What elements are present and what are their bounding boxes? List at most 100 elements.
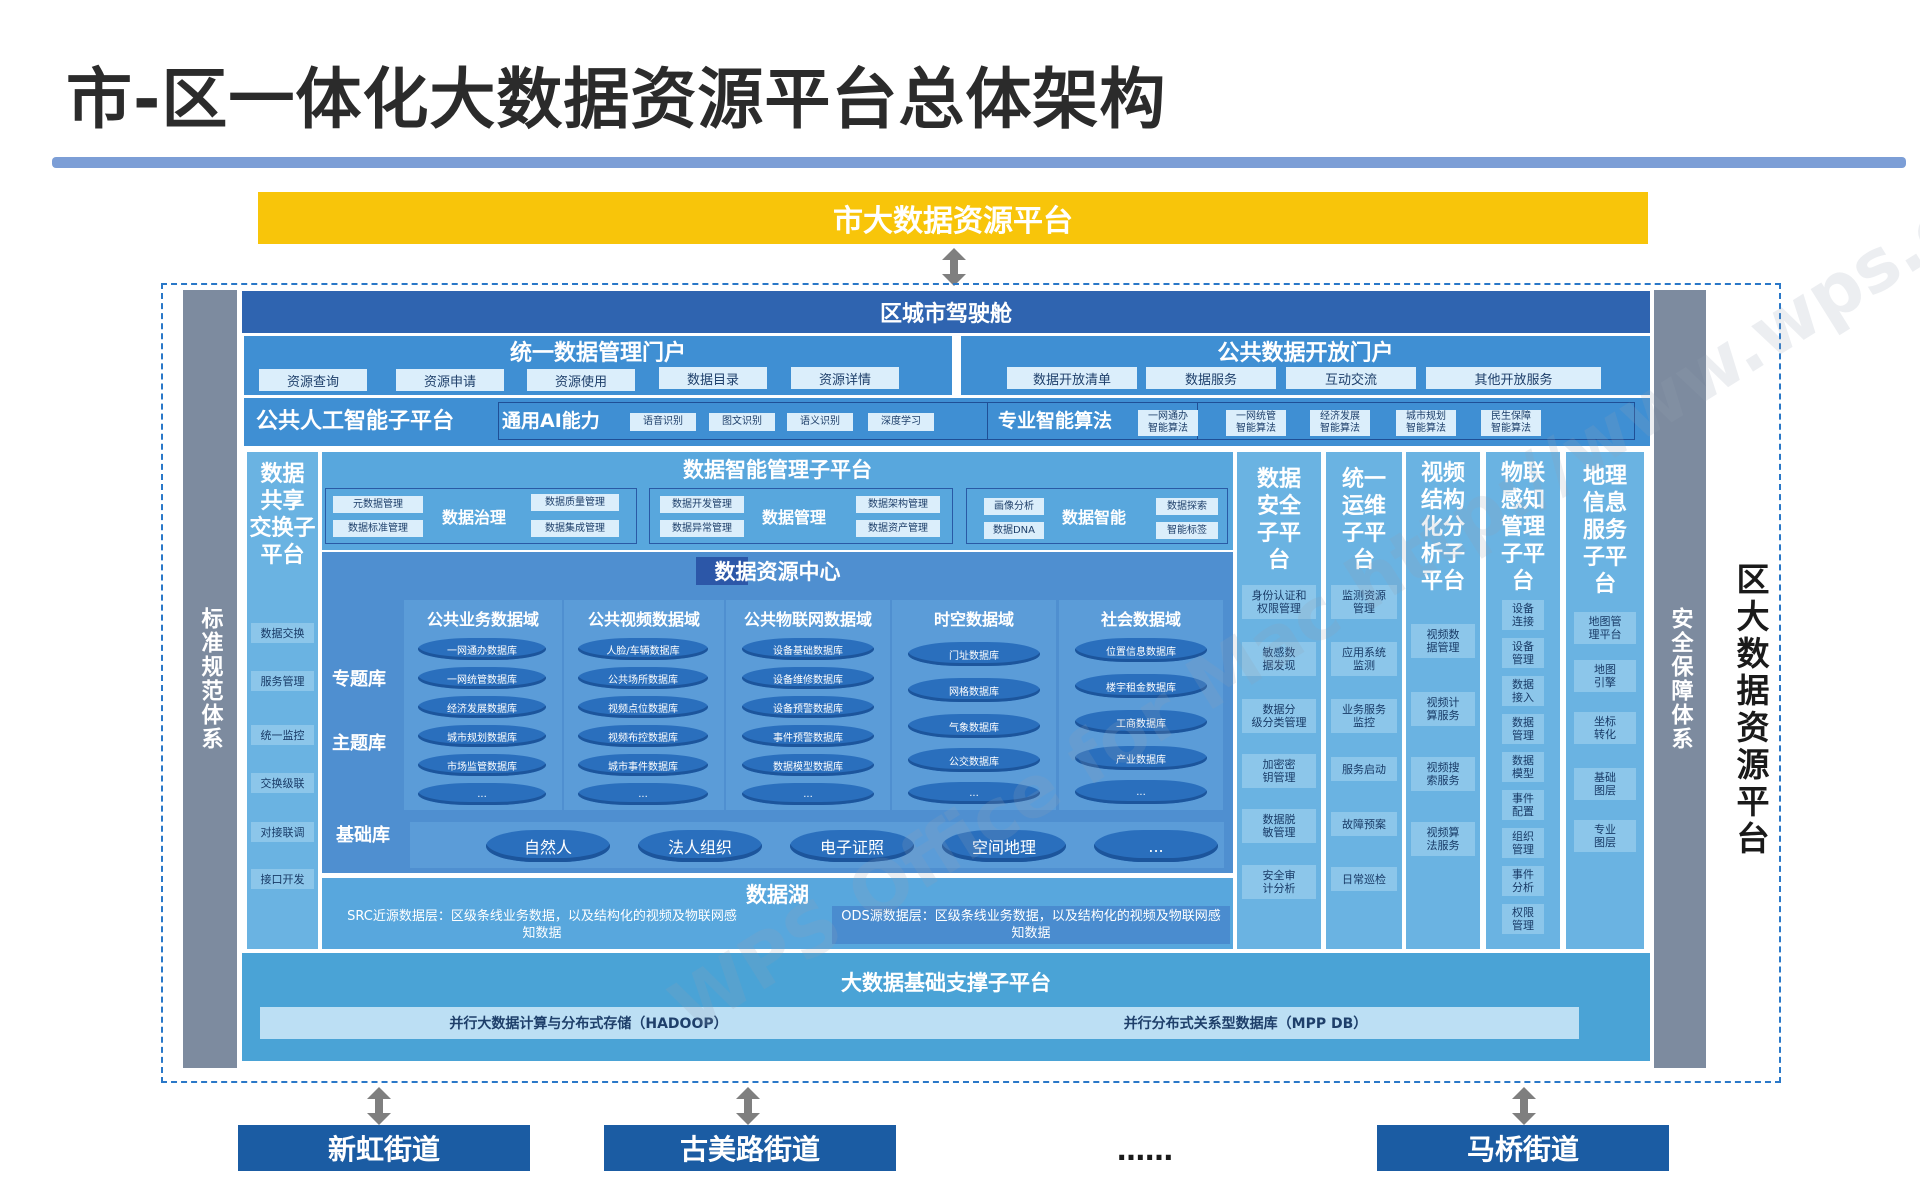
- portal-item[interactable]: 数据服务: [1146, 367, 1276, 389]
- exchange-item[interactable]: 数据交换: [251, 623, 314, 643]
- gis-item[interactable]: 基础 图层: [1574, 768, 1636, 800]
- ai-algorithm[interactable]: 城市规划 智能算法: [1396, 410, 1456, 436]
- mpp-db-box[interactable]: 并行分布式关系型数据库（MPP DB）: [912, 1007, 1579, 1039]
- governance-item[interactable]: 数据集成管理: [531, 520, 619, 537]
- management-item[interactable]: 数据开发管理: [660, 496, 744, 513]
- portal-item[interactable]: 资源使用: [527, 369, 635, 391]
- management-item[interactable]: 数据异常管理: [660, 520, 744, 537]
- portal-item[interactable]: 互动交流: [1286, 367, 1416, 389]
- portal-item[interactable]: 资源详情: [791, 367, 899, 389]
- governance-item[interactable]: 数据标准管理: [333, 520, 423, 537]
- database-item[interactable]: 城市事件数据库: [578, 754, 708, 776]
- base-library-item[interactable]: 自然人: [486, 830, 610, 862]
- video-item[interactable]: 视频搜 索服务: [1411, 757, 1475, 791]
- ops-item[interactable]: 故障预案: [1331, 812, 1397, 836]
- ai-algorithm[interactable]: 民生保障 智能算法: [1481, 410, 1541, 436]
- ops-item[interactable]: 服务启动: [1331, 757, 1397, 781]
- base-library-item[interactable]: 电子证照: [790, 830, 914, 862]
- database-item[interactable]: 设备维修数据库: [742, 667, 874, 689]
- database-item[interactable]: ...: [418, 783, 546, 805]
- exchange-item[interactable]: 交换级联: [251, 773, 314, 793]
- database-item[interactable]: 视频点位数据库: [578, 696, 708, 718]
- iot-item[interactable]: 设备 管理: [1502, 638, 1544, 668]
- ai-capability[interactable]: 语义识别: [787, 413, 853, 431]
- video-item[interactable]: 视频算 法服务: [1411, 822, 1475, 856]
- database-item[interactable]: 公共场所数据库: [578, 667, 708, 689]
- iot-item[interactable]: 组织 管理: [1502, 828, 1544, 858]
- database-item[interactable]: 设备基础数据库: [742, 638, 874, 660]
- iot-item[interactable]: 事件 分析: [1502, 866, 1544, 896]
- intelligence-item[interactable]: 数据DNA: [984, 522, 1044, 539]
- iot-item[interactable]: 数据 模型: [1502, 752, 1544, 782]
- database-item[interactable]: 公交数据库: [908, 748, 1040, 772]
- ai-algorithm[interactable]: 一网通办 智能算法: [1138, 410, 1198, 436]
- security-item[interactable]: 敏感数 据发现: [1242, 642, 1316, 676]
- security-item[interactable]: 身份认证和 权限管理: [1242, 585, 1316, 619]
- hadoop-box[interactable]: 并行大数据计算与分布式存储（HADOOP）: [260, 1007, 917, 1039]
- database-item[interactable]: 一网通办数据库: [418, 638, 546, 660]
- gis-item[interactable]: 坐标 转化: [1574, 712, 1636, 744]
- database-item[interactable]: 楼宇租金数据库: [1075, 674, 1207, 698]
- video-item[interactable]: 视频数 据管理: [1411, 624, 1475, 658]
- exchange-item[interactable]: 接口开发: [251, 869, 314, 889]
- intelligence-item[interactable]: 智能标签: [1156, 522, 1218, 539]
- database-item[interactable]: ...: [908, 782, 1040, 804]
- intelligence-item[interactable]: 画像分析: [984, 498, 1044, 515]
- database-item[interactable]: 事件预警数据库: [742, 725, 874, 747]
- database-item[interactable]: 设备预警数据库: [742, 696, 874, 718]
- governance-item[interactable]: 元数据管理: [333, 496, 423, 513]
- portal-item[interactable]: 其他开放服务: [1426, 367, 1601, 389]
- security-item[interactable]: 加密密 钥管理: [1242, 754, 1316, 788]
- ops-item[interactable]: 业务服务 监控: [1331, 699, 1397, 733]
- gis-item[interactable]: 地图 引擎: [1574, 660, 1636, 692]
- base-library-item[interactable]: 法人组织: [638, 830, 762, 862]
- database-item[interactable]: 经济发展数据库: [418, 696, 546, 718]
- database-item[interactable]: 一网统管数据库: [418, 667, 546, 689]
- exchange-item[interactable]: 统一监控: [251, 725, 314, 745]
- database-item[interactable]: 网格数据库: [908, 678, 1040, 702]
- iot-item[interactable]: 数据 管理: [1502, 714, 1544, 744]
- database-item[interactable]: 位置信息数据库: [1075, 638, 1207, 662]
- intelligence-item[interactable]: 数据探索: [1156, 498, 1218, 515]
- exchange-item[interactable]: 服务管理: [251, 671, 314, 691]
- iot-item[interactable]: 设备 连接: [1502, 600, 1544, 630]
- base-library-item[interactable]: 空间地理: [942, 830, 1066, 862]
- database-item[interactable]: ...: [1075, 780, 1207, 804]
- ai-capability[interactable]: 深度学习: [868, 413, 934, 431]
- portal-item[interactable]: 资源申请: [396, 369, 504, 391]
- ops-item[interactable]: 应用系统 监测: [1331, 642, 1397, 676]
- exchange-item[interactable]: 对接联调: [251, 822, 314, 842]
- gis-item[interactable]: 专业 图层: [1574, 820, 1636, 852]
- governance-item[interactable]: 数据质量管理: [531, 494, 619, 511]
- base-library-item[interactable]: ...: [1094, 830, 1218, 862]
- database-item[interactable]: 人脸/车辆数据库: [578, 638, 708, 660]
- security-item[interactable]: 安全审 计分析: [1242, 865, 1316, 899]
- portal-item[interactable]: 数据目录: [659, 367, 767, 389]
- iot-item[interactable]: 数据 接入: [1502, 676, 1544, 706]
- database-item[interactable]: 城市规划数据库: [418, 725, 546, 747]
- database-item[interactable]: ...: [742, 783, 874, 805]
- database-item[interactable]: 视频布控数据库: [578, 725, 708, 747]
- ai-algorithm[interactable]: 经济发展 智能算法: [1310, 410, 1370, 436]
- portal-item[interactable]: 资源查询: [259, 369, 367, 391]
- ai-algorithm[interactable]: 一网统管 智能算法: [1226, 410, 1286, 436]
- video-item[interactable]: 视频计 算服务: [1411, 692, 1475, 726]
- iot-item[interactable]: 事件 配置: [1502, 790, 1544, 820]
- database-item[interactable]: 门址数据库: [908, 642, 1040, 666]
- ops-item[interactable]: 监测资源 管理: [1331, 585, 1397, 619]
- database-item[interactable]: 气象数据库: [908, 714, 1040, 738]
- gis-item[interactable]: 地图管 理平台: [1574, 612, 1636, 644]
- database-item[interactable]: 数据模型数据库: [742, 754, 874, 776]
- management-item[interactable]: 数据架构管理: [856, 496, 940, 513]
- iot-item[interactable]: 权限 管理: [1502, 904, 1544, 934]
- management-item[interactable]: 数据资产管理: [856, 520, 940, 537]
- database-item[interactable]: 市场监管数据库: [418, 754, 546, 776]
- ai-capability[interactable]: 图文识别: [709, 413, 775, 431]
- database-item[interactable]: ...: [578, 783, 708, 805]
- security-item[interactable]: 数据脱 敏管理: [1242, 809, 1316, 843]
- ops-item[interactable]: 日常巡检: [1331, 867, 1397, 891]
- portal-item[interactable]: 数据开放清单: [1007, 367, 1137, 389]
- database-item[interactable]: 工商数据库: [1075, 710, 1207, 734]
- ai-capability[interactable]: 语音识别: [630, 413, 696, 431]
- security-item[interactable]: 数据分 级分类管理: [1242, 699, 1316, 733]
